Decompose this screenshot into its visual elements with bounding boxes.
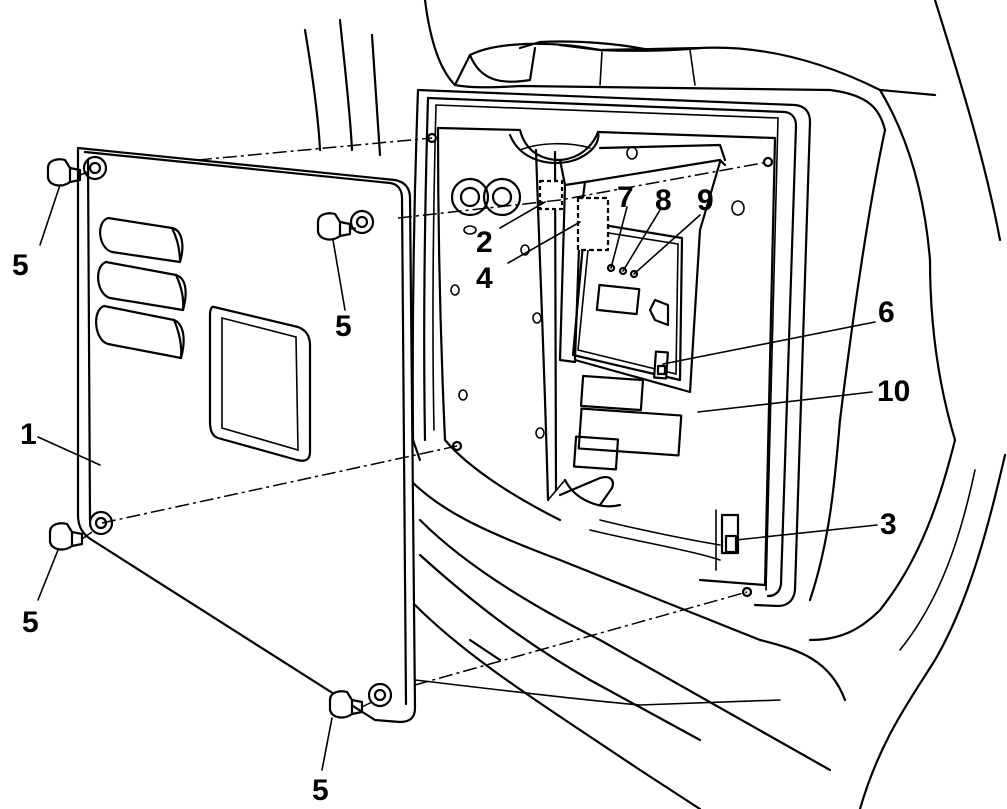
callout-9: 9 bbox=[697, 184, 714, 217]
control-unit bbox=[538, 143, 740, 571]
callout-8: 8 bbox=[655, 184, 672, 217]
machine-body bbox=[303, 0, 1007, 809]
callout-10: 10 bbox=[877, 375, 910, 408]
callout-6: 6 bbox=[878, 296, 895, 329]
callout-1: 1 bbox=[20, 418, 37, 451]
cover-panel bbox=[76, 146, 417, 724]
cap-nut-bottom-right bbox=[328, 690, 364, 719]
callout-5-top-right: 5 bbox=[335, 310, 352, 343]
callout-2: 2 bbox=[476, 226, 493, 259]
cap-nut-bottom-left bbox=[48, 522, 84, 551]
leader-lines bbox=[37, 184, 878, 771]
cap-nut-top-left bbox=[46, 158, 82, 187]
callout-5-bottom-right: 5 bbox=[312, 774, 329, 807]
callout-7: 7 bbox=[617, 181, 634, 214]
opening-frame bbox=[411, 88, 812, 608]
callout-labels: 1 2 3 4 5 5 5 5 6 7 8 9 10 bbox=[12, 181, 910, 807]
callout-5-bottom-left: 5 bbox=[22, 606, 39, 639]
cap-nuts bbox=[46, 158, 364, 719]
callout-3: 3 bbox=[880, 508, 897, 541]
callout-4: 4 bbox=[476, 262, 493, 295]
callout-5-top-left: 5 bbox=[12, 249, 29, 282]
assembly-lines bbox=[79, 137, 769, 708]
